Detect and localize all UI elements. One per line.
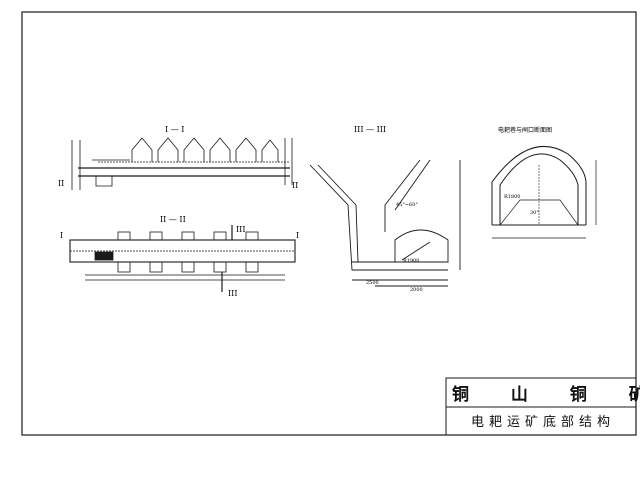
section-2-label: II — II [160, 215, 186, 224]
radius-label-2: R1800 [504, 194, 521, 200]
marker-iii-top: III [236, 225, 245, 234]
drawing-border [21, 11, 637, 436]
title-block [445, 377, 637, 436]
marker-i-right: I [296, 231, 299, 240]
angle-label: 45°~60° [396, 202, 418, 208]
section-4-label: 电耙巷与闸口断面图 [498, 126, 552, 134]
drawing-title: 电耙运矿底部结构 [470, 415, 615, 430]
section-4-drawing [491, 145, 597, 239]
marker-ii-left: II [58, 179, 64, 188]
marker-i-left: I [60, 231, 63, 240]
section-1-drawing [71, 137, 293, 190]
dim-label-2: 2000 [410, 287, 423, 293]
section-3-drawing [309, 159, 461, 287]
dim-label-1: 2500 [366, 280, 379, 286]
section-1-label: I — I [165, 125, 184, 134]
section-2-drawing [69, 225, 296, 292]
marker-iii-bottom: III [228, 289, 237, 298]
mine-name: 铜 山 铜 矿 [452, 385, 640, 405]
marker-ii-right: II [292, 181, 298, 190]
angle-label-2: 30° [530, 210, 539, 216]
section-3-label: III — III [354, 125, 386, 134]
radius-label-1: R1900 [403, 258, 420, 264]
